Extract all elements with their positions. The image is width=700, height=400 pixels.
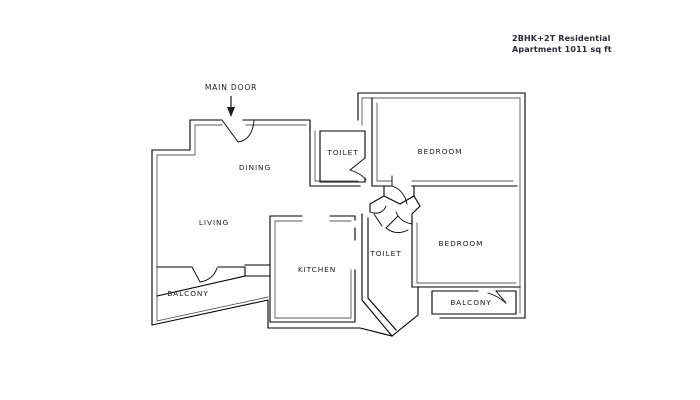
main-door-arrow — [227, 96, 235, 117]
kitchen-living-passthrough — [244, 264, 271, 277]
bedroom-lower-door-leaf — [385, 215, 399, 229]
title-block: 2BHK+2T Residential Apartment 1011 sq ft — [512, 34, 612, 56]
main-door-group — [221, 119, 255, 143]
main-door-swing-arc — [237, 120, 255, 143]
room-label-toilet-lower: TOILET — [369, 249, 401, 258]
dining-toilet-wall-inner — [314, 130, 359, 182]
bedroom-lower-walls — [385, 215, 521, 288]
toilet-upper-door-leaf — [349, 157, 366, 171]
balcony-right-enclosure — [431, 290, 517, 315]
room-label-bedroom-upper: BEDROOM — [418, 147, 463, 156]
bedroom-lower-enclosure-inner — [416, 222, 517, 284]
bedroom-upper-enclosure-inner — [376, 102, 514, 182]
bedroom-lower-enclosure — [411, 217, 521, 288]
toilet-lower-door-leaf — [373, 213, 383, 227]
kitchen-walls — [244, 215, 356, 323]
lobby-door-arc-a — [369, 205, 387, 214]
dining-toilet-wall — [309, 125, 361, 187]
outer-boundary-wall-inner — [156, 97, 521, 322]
room-label-toilet-upper: TOILET — [326, 148, 358, 157]
toilet-lower-enclosure — [361, 213, 397, 337]
balcony-right-door-arc — [487, 292, 507, 304]
lobby-door-arc-b — [395, 211, 413, 225]
balcony-left-door-arc — [199, 267, 218, 283]
balcony-left-enclosure — [156, 266, 246, 297]
bedroom-upper-enclosure — [371, 97, 518, 187]
room-label-dining: DINING — [239, 163, 271, 172]
toilet-upper-door-arc — [349, 169, 367, 181]
bedroom-upper-door-arc — [391, 185, 408, 205]
bedroom-lower-door-arc — [385, 227, 409, 233]
outer-boundary-wall — [151, 92, 526, 337]
toilet-lower-walls — [361, 213, 397, 337]
title-line-2: Apartment 1011 sq ft — [512, 44, 612, 54]
kitchen-enclosure — [269, 215, 356, 323]
main-door-label: MAIN DOOR — [205, 83, 257, 92]
outer-walls-group — [151, 92, 526, 337]
room-label-balcony-left: BALCONY — [167, 289, 209, 298]
main-door-arrow-head — [227, 107, 235, 117]
bedroom-upper-walls — [371, 97, 518, 205]
balcony-left-door-leaf — [191, 266, 201, 283]
room-label-living: LIVING — [199, 218, 229, 227]
main-door-leaf — [221, 119, 239, 143]
lobby-door-cluster — [369, 185, 421, 225]
room-label-bedroom-lower: BEDROOM — [439, 239, 484, 248]
balcony-right-door-leaf — [495, 290, 507, 304]
balcony-right-group — [431, 290, 517, 315]
room-label-balcony-right: BALCONY — [450, 298, 492, 307]
balcony-left-group — [156, 266, 246, 297]
room-label-kitchen: KITCHEN — [298, 265, 336, 274]
kitchen-enclosure-inner — [274, 220, 352, 319]
toilet-upper-walls — [319, 130, 367, 183]
title-line-1: 2BHK+2T Residential — [512, 34, 611, 43]
dining-partition-walls — [309, 125, 361, 187]
